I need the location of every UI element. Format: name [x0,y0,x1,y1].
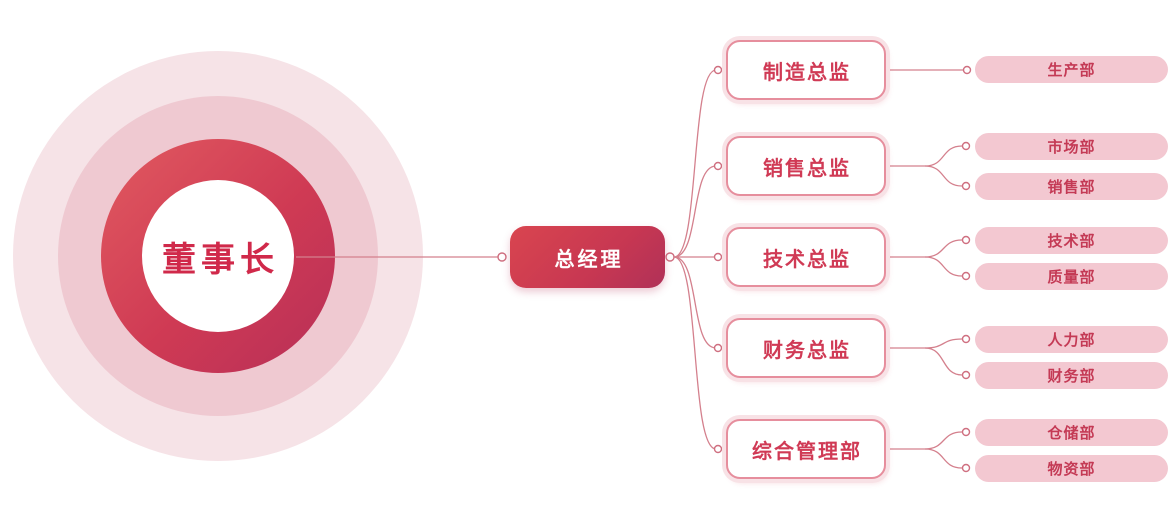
connector-line [924,338,963,349]
connector-line [924,145,963,167]
director-node-manufacturing: 制造总监 [726,40,886,100]
connector-dot [713,343,723,353]
connector-line [924,256,963,277]
general-manager-node: 总经理 [510,226,665,288]
director-label: 综合管理部 [752,440,862,463]
department-label: 仓储部 [1047,425,1096,442]
connector-line [673,256,717,450]
connector-dot [961,370,971,380]
director-label: 销售总监 [763,157,851,180]
connector-dot [713,161,723,171]
connector-dot [713,252,723,262]
department-label: 物资部 [1047,461,1096,478]
director-node-technology: 技术总监 [726,227,886,287]
connector-dot [665,252,675,262]
connector-line [673,256,717,349]
department-node-sales: 销售部 [975,173,1168,200]
department-label: 人力部 [1047,332,1096,349]
connector-dot [961,141,971,151]
department-label: 技术部 [1047,233,1096,250]
connector-line [924,239,963,258]
connector-line [924,165,963,187]
connector-dot [497,252,507,262]
director-label: 制造总监 [763,61,851,84]
department-node-finance: 财务部 [975,362,1168,389]
connector-line [673,165,717,258]
department-node-materials: 物资部 [975,455,1168,482]
department-label: 质量部 [1047,269,1096,286]
department-label: 生产部 [1047,62,1096,79]
connector-dot [713,65,723,75]
department-node-warehouse: 仓储部 [975,419,1168,446]
director-label: 财务总监 [763,339,851,362]
connector-dot [961,235,971,245]
connector-dot [961,271,971,281]
connector-line [673,69,717,258]
connector-line [924,347,963,376]
department-node-technical: 技术部 [975,227,1168,254]
department-label: 销售部 [1047,179,1096,196]
connector-dot [713,444,723,454]
connector-dot [961,427,971,437]
connector-dot [961,181,971,191]
connector-dot [961,463,971,473]
director-label: 技术总监 [763,248,851,271]
connector-line [924,431,963,450]
chairman-label: 董事长 [162,240,279,279]
department-label: 市场部 [1047,139,1096,156]
department-node-quality: 质量部 [975,263,1168,290]
connector-dot [961,334,971,344]
department-node-hr: 人力部 [975,326,1168,353]
department-node-marketing: 市场部 [975,133,1168,160]
connector-line [924,448,963,469]
department-node-production: 生产部 [975,56,1168,83]
director-node-finance: 财务总监 [726,318,886,378]
director-node-general-management: 综合管理部 [726,419,886,479]
chairman-node: 董事长 [142,180,294,332]
department-label: 财务部 [1047,368,1096,385]
general-manager-label: 总经理 [554,248,624,271]
director-node-sales: 销售总监 [726,136,886,196]
connector-dot [962,65,972,75]
